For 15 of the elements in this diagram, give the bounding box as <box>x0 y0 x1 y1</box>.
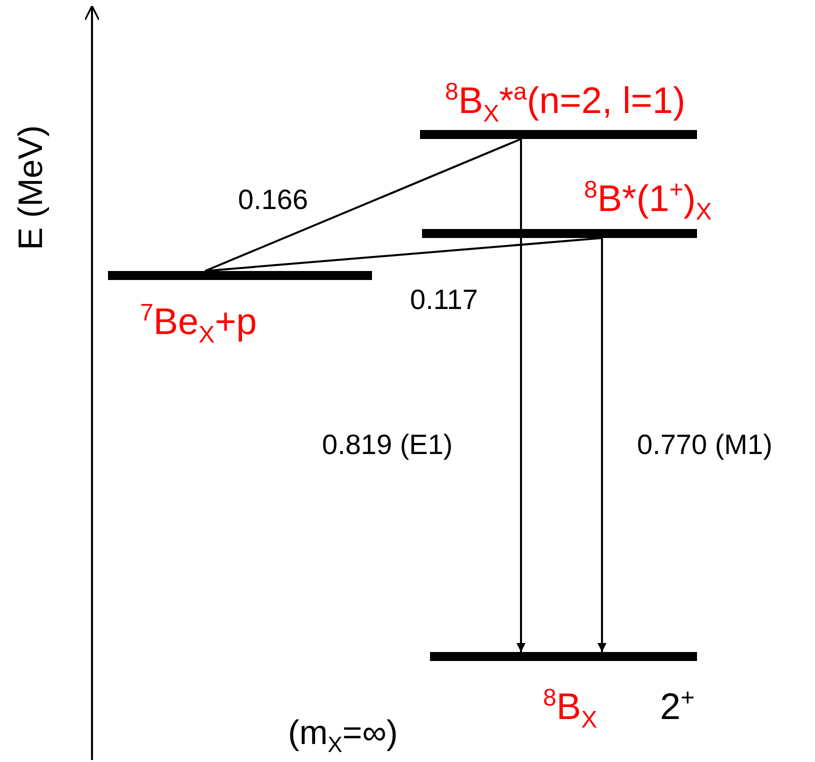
axis-label: E (MeV) <box>14 125 48 250</box>
level-label: $^{8}$B*(1$^{+}$)$_{X}$ <box>584 180 712 217</box>
level-label: $^{7}$Be$_{X}$+p <box>140 303 257 340</box>
level-label: $^{8}$B$_{X}$ <box>543 688 598 725</box>
transition-arrow <box>598 238 606 652</box>
spin-parity-label: 2$^{+}$ <box>660 688 695 725</box>
transition-line <box>204 237 602 272</box>
transition-line <box>204 138 522 272</box>
edge-label: 0.117 <box>410 286 478 314</box>
transition-arrow <box>516 139 526 652</box>
edge-label: 0.770 (M1) <box>637 431 772 459</box>
edge-label: 0.819 (E1) <box>322 431 453 459</box>
edge-label: 0.166 <box>238 186 308 214</box>
note-label: (m$_{X}$=∞) <box>288 716 398 750</box>
level-label: $^{8}$B$_{X}$*$^{a}$(n=2, l=1) <box>445 82 686 119</box>
